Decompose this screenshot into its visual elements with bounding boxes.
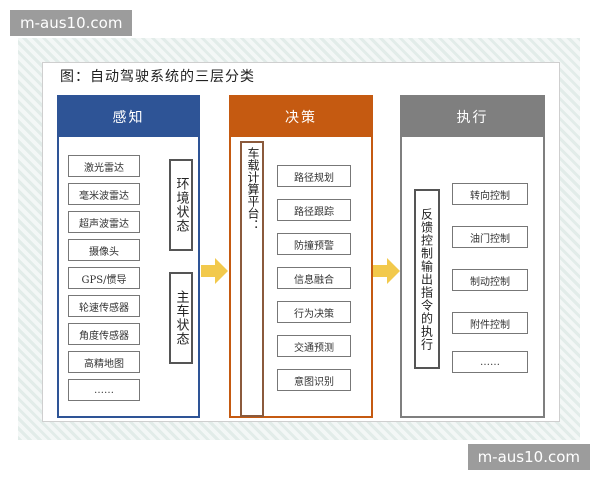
perception-item: 轮速传感器 xyxy=(68,295,140,317)
environment-state-label: 环境状态 xyxy=(169,159,193,251)
decision-item: 路径跟踪 xyxy=(277,199,351,221)
decision-item: 路径规划 xyxy=(277,165,351,187)
decision-item: 意图识别 xyxy=(277,369,351,391)
watermark-top: m-aus10.com xyxy=(10,10,133,36)
execution-header: 执行 xyxy=(402,97,543,137)
decision-header: 决策 xyxy=(231,97,371,137)
perception-item: 激光雷达 xyxy=(68,155,140,177)
execution-item: 转向控制 xyxy=(452,183,528,205)
decision-item: 交通预测 xyxy=(277,335,351,357)
perception-item: 超声波雷达 xyxy=(68,211,140,233)
perception-item: 高精地图 xyxy=(68,351,140,373)
decision-body: 车载计算平台： 路径规划 路径跟踪 防撞预警 信息融合 行为决策 交通预测 意图… xyxy=(231,137,371,417)
flow-arrow-icon xyxy=(373,258,400,284)
execution-item: 制动控制 xyxy=(452,269,528,291)
perception-item: 摄像头 xyxy=(68,239,140,261)
diagram-title: 图：自动驾驶系统的三层分类 xyxy=(60,69,255,85)
execution-column: 执行 反馈控制输出指令的执行 转向控制 油门控制 制动控制 附件控制 …… xyxy=(400,95,545,418)
execution-item: 油门控制 xyxy=(452,226,528,248)
computing-platform-label: 车载计算平台： xyxy=(240,141,264,417)
perception-item: 角度传感器 xyxy=(68,323,140,345)
watermark-bottom: m-aus10.com xyxy=(467,444,590,470)
perception-item: 毫米波雷达 xyxy=(68,183,140,205)
execution-item: …… xyxy=(452,351,528,373)
vehicle-state-label: 主车状态 xyxy=(169,272,193,364)
decision-item: 防撞预警 xyxy=(277,233,351,255)
flow-arrow-icon xyxy=(201,258,228,284)
decision-column: 决策 车载计算平台： 路径规划 路径跟踪 防撞预警 信息融合 行为决策 交通预测… xyxy=(229,95,373,418)
decision-item: 行为决策 xyxy=(277,301,351,323)
decision-item: 信息融合 xyxy=(277,267,351,289)
feedback-control-label: 反馈控制输出指令的执行 xyxy=(414,189,440,369)
execution-body: 反馈控制输出指令的执行 转向控制 油门控制 制动控制 附件控制 …… xyxy=(402,137,543,416)
perception-column: 感知 激光雷达 毫米波雷达 超声波雷达 摄像头 GPS/惯导 轮速传感器 角度传… xyxy=(57,95,200,418)
perception-item: GPS/惯导 xyxy=(68,267,140,289)
perception-header: 感知 xyxy=(59,97,198,137)
execution-item: 附件控制 xyxy=(452,312,528,334)
perception-body: 激光雷达 毫米波雷达 超声波雷达 摄像头 GPS/惯导 轮速传感器 角度传感器 … xyxy=(59,137,198,416)
perception-item: …… xyxy=(68,379,140,401)
